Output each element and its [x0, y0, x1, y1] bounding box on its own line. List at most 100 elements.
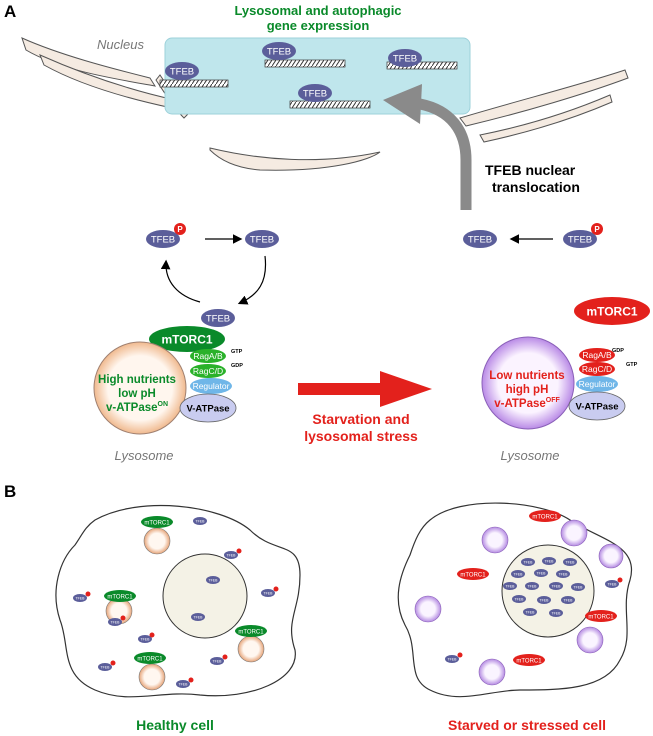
svg-text:Regulator: Regulator	[193, 381, 230, 391]
starved-lysosome	[560, 519, 588, 547]
nuclear-envelope	[21, 37, 629, 171]
svg-text:RagC/D: RagC/D	[582, 364, 612, 374]
svg-text:TFEB: TFEB	[267, 47, 291, 58]
svg-text:TFEB: TFEB	[568, 235, 592, 246]
healthy-tfeb-phospho: TFEB	[176, 677, 194, 688]
starvation-arrowhead	[380, 371, 432, 407]
starved-cell-label: Starved or stressed cell	[448, 717, 606, 733]
svg-text:RagC/D: RagC/D	[193, 366, 223, 376]
svg-text:TFEB: TFEB	[250, 235, 274, 246]
tfeb-protein: TFEB	[463, 230, 497, 248]
svg-text:TFEB: TFEB	[179, 683, 189, 687]
tfeb-protein: TFEB	[165, 62, 199, 80]
regulator-active	[190, 378, 232, 394]
release-arrow	[160, 259, 201, 303]
svg-text:mTORC1: mTORC1	[516, 659, 542, 665]
svg-text:V-ATPase: V-ATPase	[186, 404, 229, 415]
svg-text:TFEB: TFEB	[206, 314, 230, 325]
lysosome-inactive-line1: Low nutrients	[489, 370, 564, 382]
svg-text:TFEB: TFEB	[514, 573, 524, 577]
recruit-arrow	[237, 255, 267, 305]
healthy-tfeb-phospho: TFEB	[98, 660, 116, 671]
starved-lysosome	[598, 543, 624, 569]
svg-text:mTORC1: mTORC1	[137, 657, 163, 663]
tfeb-protein: TFEB	[262, 42, 296, 60]
lysosome-active-line1: High nutrients	[98, 374, 176, 386]
healthy-tfeb-phospho: TFEB	[224, 548, 242, 559]
svg-text:TFEB: TFEB	[545, 560, 555, 564]
starved-mtorc1: mTORC1	[457, 568, 489, 580]
healthy-mtorc1: mTORC1	[134, 652, 166, 664]
starved-mtorc1: mTORC1	[529, 510, 561, 522]
starved-tfeb-phospho: TFEB	[445, 652, 463, 663]
svg-text:TFEB: TFEB	[515, 598, 525, 602]
starved-lysosome	[481, 526, 509, 554]
vatpase-active	[179, 393, 237, 423]
healthy-tfeb-phospho: TFEB	[261, 586, 279, 597]
svg-text:TFEB: TFEB	[170, 67, 194, 78]
gene-expression-title-2: gene expression	[267, 18, 370, 33]
lysosome-active	[93, 341, 187, 435]
healthy-tfeb-phospho: TFEB	[210, 654, 228, 665]
healthy-tfeb-phospho: TFEB	[138, 632, 155, 643]
svg-text:TFEB: TFEB	[303, 89, 327, 100]
svg-text:RagA/B: RagA/B	[193, 351, 223, 361]
lysosome-inactive-line3: v-ATPaseOFF	[494, 397, 560, 410]
svg-text:GTP: GTP	[231, 349, 243, 355]
vatpase-inactive	[568, 391, 626, 421]
svg-text:TFEB: TFEB	[448, 658, 458, 662]
mtorc1-active-label: mTORC1	[161, 333, 212, 347]
healthy-lysosome	[237, 635, 265, 663]
svg-text:P: P	[594, 225, 600, 234]
starvation-arrow-shaft	[298, 383, 382, 395]
panel-a-label: A	[4, 2, 16, 21]
svg-text:TFEB: TFEB	[111, 621, 121, 625]
tfeb-protein: TFEB	[245, 230, 279, 248]
translocation-label-2: translocation	[492, 179, 580, 195]
healthy-tfeb: TFEB	[191, 613, 205, 621]
svg-text:Regulator: Regulator	[579, 379, 616, 389]
svg-text:TFEB: TFEB	[194, 616, 204, 620]
lysosome-active-line3: v-ATPaseON	[106, 401, 168, 414]
svg-text:mTORC1: mTORC1	[460, 573, 486, 579]
starvation-label-1: Starvation and	[312, 411, 409, 427]
svg-text:GDP: GDP	[231, 363, 243, 369]
tfeb-phospho: TFEB P	[146, 223, 186, 248]
rag-cd-inactive	[579, 362, 615, 376]
svg-text:V-ATPase: V-ATPase	[575, 402, 618, 413]
healthy-cell-label: Healthy cell	[136, 717, 214, 733]
svg-text:TFEB: TFEB	[540, 599, 550, 603]
tfeb-protein: TFEB	[201, 309, 235, 327]
svg-text:RagA/B: RagA/B	[582, 350, 612, 360]
regulator-inactive	[576, 376, 618, 392]
starved-nuclear-tfeb	[503, 557, 585, 617]
healthy-mtorc1: mTORC1	[141, 516, 173, 528]
svg-text:TFEB: TFEB	[196, 520, 206, 524]
rag-cd-active	[190, 364, 226, 378]
svg-text:TFEB: TFEB	[209, 579, 219, 583]
svg-text:TFEB: TFEB	[393, 54, 417, 65]
svg-text:TFEB: TFEB	[608, 583, 618, 587]
svg-text:TFEB: TFEB	[506, 585, 516, 589]
starved-lysosome	[478, 658, 506, 686]
healthy-tfeb: TFEB	[193, 517, 207, 525]
svg-text:mTORC1: mTORC1	[238, 630, 264, 636]
lysosome-inactive	[481, 336, 575, 430]
svg-text:mTORC1: mTORC1	[107, 595, 133, 601]
svg-text:TFEB: TFEB	[151, 235, 175, 246]
svg-text:mTORC1: mTORC1	[532, 515, 558, 521]
svg-text:TFEB: TFEB	[552, 585, 562, 589]
healthy-lysosome	[138, 663, 166, 691]
rag-ab-active	[190, 349, 226, 363]
panel-b-label: B	[4, 482, 16, 501]
svg-text:TFEB: TFEB	[566, 561, 576, 565]
svg-text:TFEB: TFEB	[537, 572, 547, 576]
tfeb-protein: TFEB	[298, 84, 332, 102]
translocation-label-1: TFEB nuclear	[485, 162, 576, 178]
svg-text:TFEB: TFEB	[468, 235, 492, 246]
svg-text:TFEB: TFEB	[526, 611, 536, 615]
starved-mtorc1: mTORC1	[585, 610, 617, 622]
nucleus-label: Nucleus	[97, 37, 144, 52]
translocation-arrowhead	[383, 84, 422, 124]
